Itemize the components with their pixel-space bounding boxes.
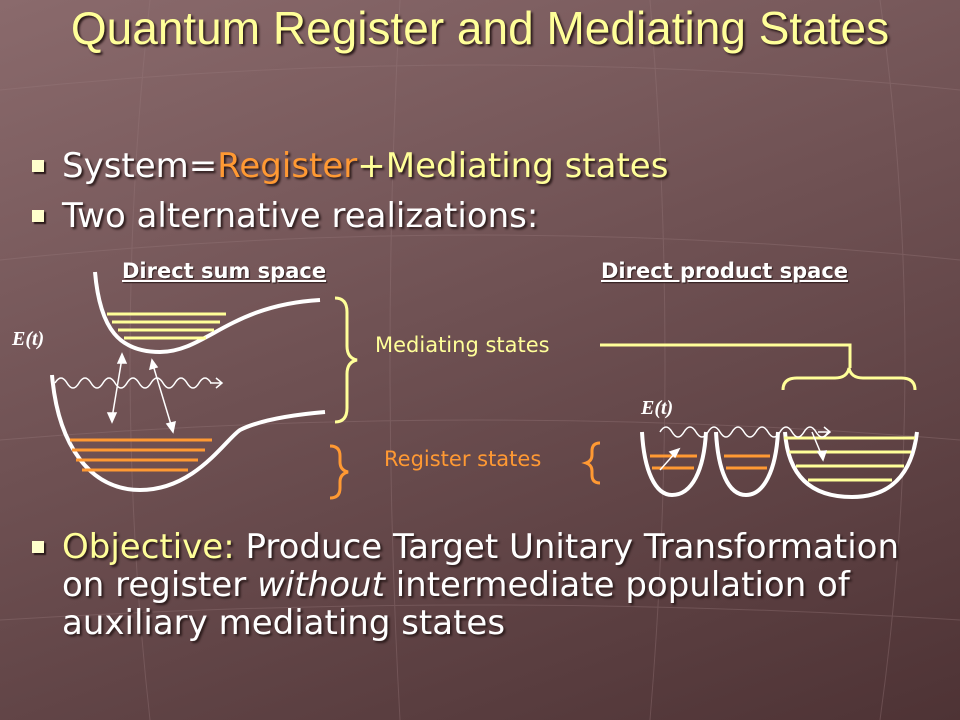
- upper-potential-well: [93, 271, 321, 355]
- bullet-realizations: Two alternative realizations:: [32, 197, 538, 235]
- bullet-text: Two alternative realizations:: [62, 196, 539, 236]
- field-wave-right-arrowhead: [818, 426, 832, 438]
- qubit-well-2: [714, 431, 780, 498]
- bullet-system: System=Register+Mediating states: [32, 147, 668, 185]
- field-wave-arrowhead: [210, 377, 224, 389]
- mediating-brace-horizontal: [781, 367, 917, 391]
- register-brace: [329, 444, 349, 500]
- mediating-connector: [600, 343, 852, 368]
- mediating-well-levels: [784, 436, 915, 482]
- mediating-brace: [334, 296, 358, 424]
- bullet-text: Objective: Produce Target Unitary Transf…: [62, 527, 900, 643]
- slide-title: Quantum Register and Mediating States: [70, 2, 890, 54]
- register-states-label: Register states: [384, 447, 542, 471]
- mediating-well: [783, 431, 919, 500]
- field-label-right: E(t): [641, 397, 674, 419]
- bullet-text: System=Register+Mediating states: [62, 146, 669, 186]
- field-label-left: E(t): [12, 328, 45, 350]
- direct-sum-heading: Direct sum space: [122, 259, 327, 283]
- lower-potential-well: [50, 374, 326, 493]
- field-wave-right: [659, 426, 829, 438]
- mediating-states-label: Mediating states: [375, 333, 550, 357]
- upper-energy-levels: [107, 312, 226, 340]
- register-brace-right: [581, 441, 601, 485]
- qubit-well-2-levels: [724, 454, 770, 470]
- bullet-marker: [32, 160, 44, 172]
- transition-arrows: [106, 352, 176, 434]
- direct-product-heading: Direct product space: [601, 259, 849, 283]
- qubit-well-1: [640, 431, 708, 498]
- bullet-marker: [32, 210, 44, 222]
- qubit-well-1-levels: [650, 454, 697, 470]
- field-wave-left: [54, 377, 212, 389]
- bullet-objective: Objective: Produce Target Unitary Transf…: [32, 528, 932, 642]
- right-transition-arrows: [659, 431, 828, 471]
- lower-energy-levels: [70, 438, 212, 472]
- bullet-marker: [32, 541, 44, 553]
